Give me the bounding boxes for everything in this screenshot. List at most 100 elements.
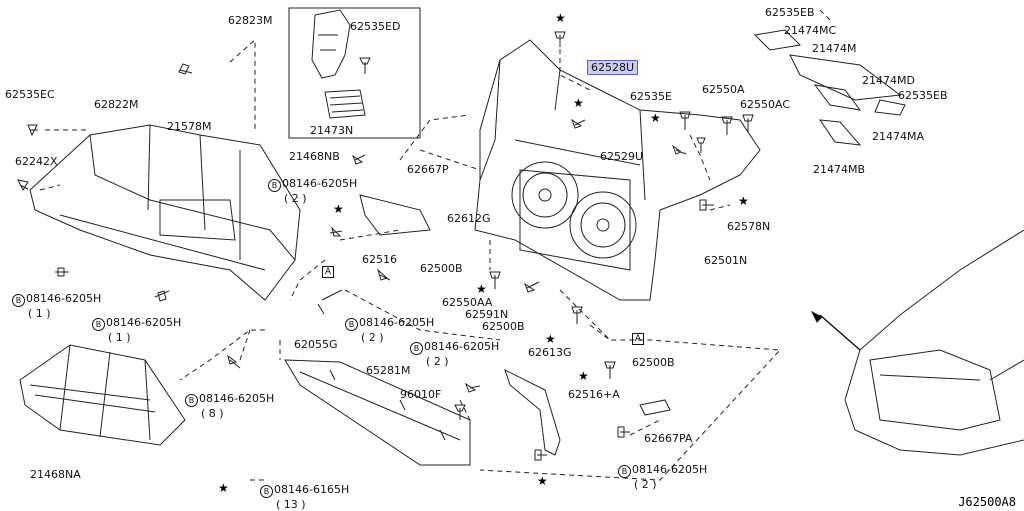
label-21474MA: 21474MA xyxy=(872,130,925,143)
grille-mesh-part xyxy=(324,89,366,119)
label-21473N: 21473N xyxy=(310,124,354,137)
label-62535E: 62535E xyxy=(630,90,672,103)
star-icon: ★ xyxy=(555,11,566,25)
trim-strip-4 xyxy=(874,99,906,116)
label-62823M: 62823M xyxy=(228,14,273,27)
bolt-ref-8-number: 08146-6165H xyxy=(274,483,350,496)
circle-b-icon: B xyxy=(260,485,273,498)
label-62535ED: 62535ED xyxy=(350,20,401,33)
label-62501N: 62501N xyxy=(704,254,748,267)
bolt-ref-6-number: 08146-6205H xyxy=(199,392,275,405)
bolt-ref-1-number: 08146-6205H xyxy=(282,177,358,190)
trim-strip-3 xyxy=(813,84,862,111)
star-icon: ★ xyxy=(537,474,548,488)
bolt-ref-1-qty: ( 2 ) xyxy=(284,192,307,205)
circle-b-icon: B xyxy=(92,318,105,331)
bolt-ref-4-qty: ( 2 ) xyxy=(361,331,384,344)
label-62500B-1: 62500B xyxy=(420,262,463,275)
label-21474M: 21474M xyxy=(812,42,857,55)
bolt-ref-3-qty: ( 1 ) xyxy=(108,331,131,344)
circle-b-icon: B xyxy=(268,179,281,192)
label-21474MC: 21474MC xyxy=(784,24,837,37)
label-62516A: 62516+A xyxy=(568,388,620,401)
label-62550AA: 62550AA xyxy=(442,296,493,309)
label-62528U-highlighted[interactable]: 62528U xyxy=(587,60,639,75)
circle-b-icon: B xyxy=(345,318,358,331)
label-62667P: 62667P xyxy=(407,163,449,176)
label-62242X: 62242X xyxy=(15,155,58,168)
label-62550AC: 62550AC xyxy=(740,98,791,111)
circle-b-icon: B xyxy=(410,342,423,355)
label-21468NA: 21468NA xyxy=(30,468,81,481)
star-icon: ★ xyxy=(476,282,487,296)
bolt-ref-2-qty: ( 1 ) xyxy=(28,307,51,320)
label-62516: 62516 xyxy=(362,253,397,266)
trim-strip-5 xyxy=(818,119,862,146)
bolt-ref-7-qty: ( 2 ) xyxy=(634,478,657,491)
label-62535EB-top: 62535EB xyxy=(765,6,815,19)
label-62500B-3: 62500B xyxy=(632,356,675,369)
side-bracket xyxy=(504,369,561,456)
label-62535EB: 62535EB xyxy=(898,89,948,102)
label-62550A: 62550A xyxy=(702,83,745,96)
air-guide-part xyxy=(311,9,351,79)
label-62529U: 62529U xyxy=(600,150,644,163)
bolt-icons xyxy=(17,31,754,461)
circle-b-icon: B xyxy=(185,394,198,407)
star-icon: ★ xyxy=(573,96,584,110)
circle-b-icon: B xyxy=(12,294,25,307)
bolt-ref-6-qty: ( 8 ) xyxy=(201,407,224,420)
inset-frame xyxy=(288,7,421,139)
label-65281M: 65281M xyxy=(366,364,411,377)
label-62822M: 62822M xyxy=(94,98,139,111)
star-icon: ★ xyxy=(578,369,589,383)
ref-a-box-2: A xyxy=(632,333,644,345)
diagram-code: J62500A8 xyxy=(958,495,1016,509)
label-62591N: 62591N xyxy=(465,308,509,321)
trim-strip-1 xyxy=(753,29,802,51)
star-icon: ★ xyxy=(545,332,556,346)
bolt-ref-7-number: 08146-6205H xyxy=(632,463,708,476)
star-icon: ★ xyxy=(738,194,749,208)
label-96010F: 96010F xyxy=(400,388,442,401)
vehicle-outline xyxy=(844,229,1024,456)
label-21578M: 21578M xyxy=(167,120,212,133)
ref-a-box-1: A xyxy=(322,266,334,278)
label-62535EC: 62535EC xyxy=(5,88,55,101)
under-cover xyxy=(284,359,471,466)
label-21474MB: 21474MB xyxy=(813,163,866,176)
bolt-ref-5-qty: ( 2 ) xyxy=(426,355,449,368)
bolt-ref-5-number: 08146-6205H xyxy=(424,340,500,353)
bolt-ref-2-number: 08146-6205H xyxy=(26,292,102,305)
lower-grille xyxy=(19,344,186,446)
bolt-ref-8-qty: ( 13 ) xyxy=(276,498,306,511)
hood-lock-bracket xyxy=(359,194,431,236)
star-icon: ★ xyxy=(333,202,344,216)
circle-b-icon: B xyxy=(618,465,631,478)
label-21468NB: 21468NB xyxy=(289,150,340,163)
fan-left xyxy=(511,161,579,229)
star-icon: ★ xyxy=(218,481,229,495)
fan-right xyxy=(569,191,637,259)
label-62500B-2: 62500B xyxy=(482,320,525,333)
front-bumper-reinforcement xyxy=(29,124,301,301)
bolt-ref-4-number: 08146-6205H xyxy=(359,316,435,329)
star-icon: ★ xyxy=(650,111,661,125)
label-62055G: 62055G xyxy=(294,338,338,351)
label-62667PA: 62667PA xyxy=(644,432,693,445)
label-62612G: 62612G xyxy=(447,212,491,225)
label-62578N: 62578N xyxy=(727,220,771,233)
trim-strip-2 xyxy=(789,54,902,101)
label-21474MD: 21474MD xyxy=(862,74,915,87)
bolt-ref-3-number: 08146-6205H xyxy=(106,316,182,329)
label-62613G: 62613G xyxy=(528,346,572,359)
